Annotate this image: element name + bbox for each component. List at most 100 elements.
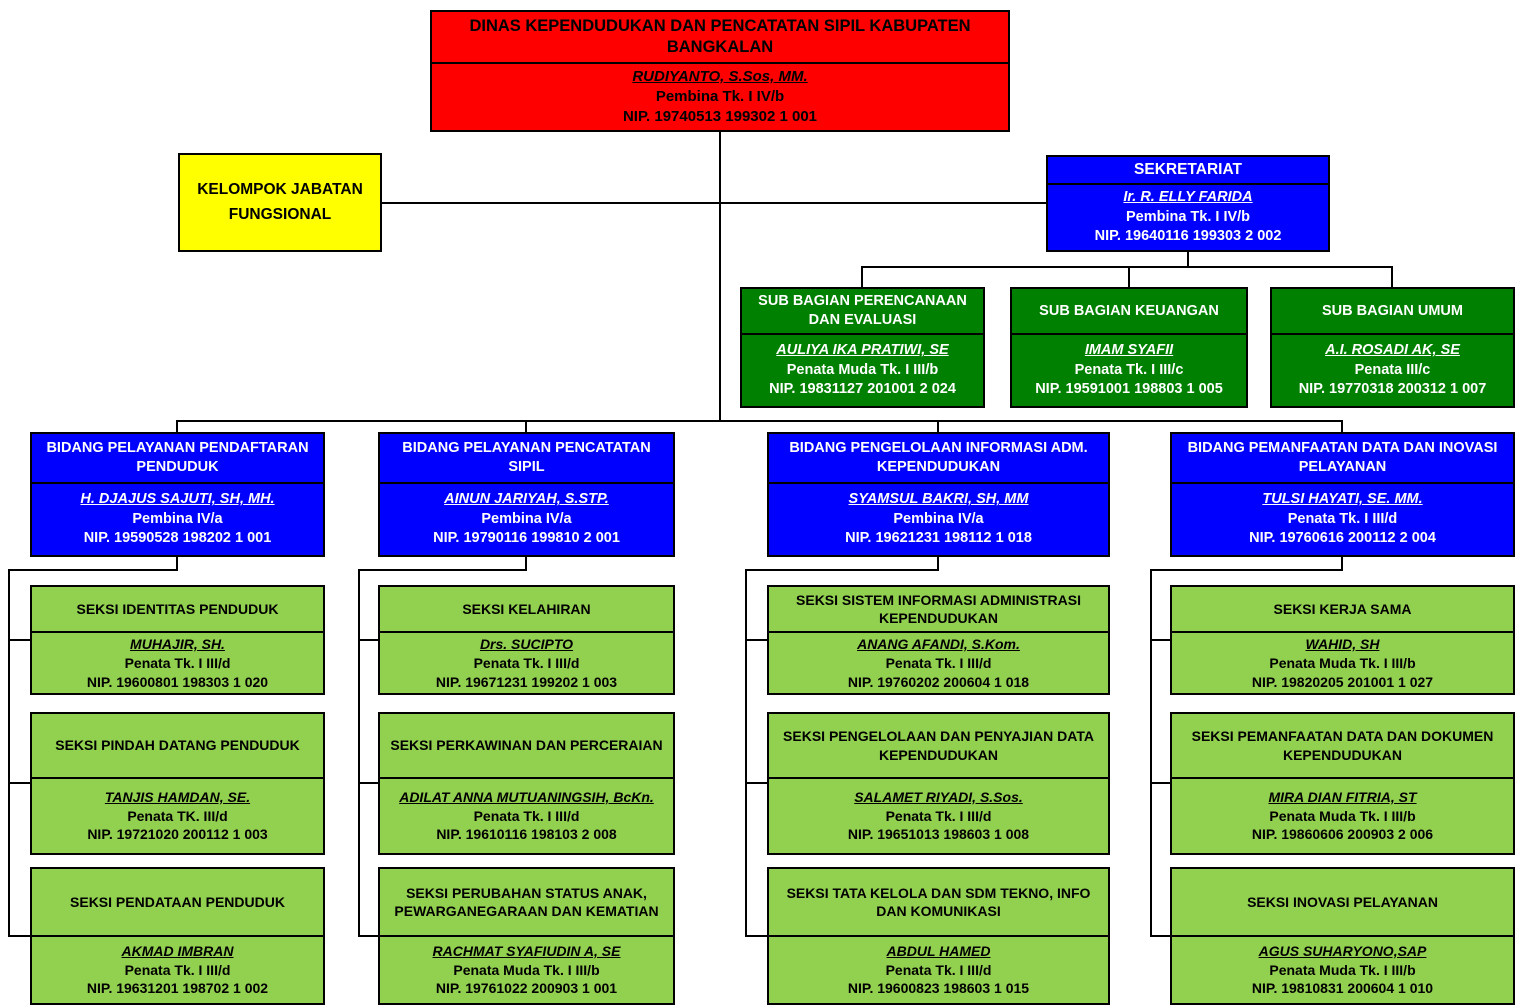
person-rank: Penata Tk. I III/d	[885, 807, 992, 824]
org-unit-title: SEKSI KERJA SAMA	[1172, 587, 1513, 633]
person-nip: NIP. 19770318 200312 1 007	[1298, 381, 1487, 398]
person-rank: Pembina IV/a	[132, 510, 223, 527]
connector-line	[745, 639, 767, 641]
person-rank: Penata Muda Tk. I III/b	[786, 361, 939, 378]
org-unit-title: BIDANG PELAYANAN PENDAFTARAN PENDUDUK	[32, 434, 323, 484]
group-label: KELOMPOK JABATAN FUNGSIONAL	[197, 181, 363, 223]
connector-line	[382, 202, 1046, 204]
person-nip: NIP. 19671231 199202 1 003	[435, 673, 618, 690]
box-kelompok-jabatan-fungsional: KELOMPOK JABATAN FUNGSIONAL	[178, 153, 382, 252]
connector-line	[1391, 266, 1393, 287]
person-info: SALAMET RIYADI, S.Sos. Penata Tk. I III/…	[769, 779, 1108, 853]
person-info: WAHID, SH Penata Muda Tk. I III/b NIP. 1…	[1172, 633, 1513, 693]
person-name: TULSI HAYATI, SE. MM.	[1262, 491, 1423, 508]
person-rank: Penata Tk. I III/d	[1287, 510, 1398, 527]
connector-line	[745, 569, 939, 571]
person-info: A.I. ROSADI AK, SE Penata III/c NIP. 197…	[1272, 335, 1513, 406]
box-bidang-pelayanan-pencatatan-sipil: BIDANG PELAYANAN PENCATATAN SIPIL AINUN …	[378, 432, 675, 557]
connector-line	[525, 557, 527, 571]
person-rank: Penata Muda Tk. I III/b	[1269, 961, 1416, 978]
connector-line	[8, 569, 10, 937]
person-info: TANJIS HAMDAN, SE. Penata TK. III/d NIP.…	[32, 779, 323, 853]
person-name: A.I. ROSADI AK, SE	[1325, 342, 1460, 359]
org-unit-title: SUB BAGIAN PERENCANAAN DAN EVALUASI	[742, 289, 983, 335]
person-info: AINUN JARIYAH, S.STP. Pembina IV/a NIP. …	[380, 484, 673, 555]
box-sub-bagian-perencanaan-dan-evaluasi: SUB BAGIAN PERENCANAAN DAN EVALUASI AULI…	[740, 287, 985, 408]
person-nip: NIP. 19640116 199303 2 002	[1094, 228, 1282, 245]
person-info: ANANG AFANDI, S.Kom. Penata Tk. I III/d …	[769, 633, 1108, 693]
org-unit-title: BIDANG PELAYANAN PENCATATAN SIPIL	[380, 434, 673, 484]
person-name: AGUS SUHARYONO,SAP	[1258, 942, 1427, 959]
connector-line	[176, 420, 178, 432]
person-nip: NIP. 19831127 201001 2 024	[769, 381, 956, 398]
box-sub-bagian-keuangan: SUB BAGIAN KEUANGAN IMAM SYAFII Penata T…	[1010, 287, 1248, 408]
person-info: RACHMAT SYAFIUDIN A, SE Penata Muda Tk. …	[380, 937, 673, 1003]
box-seksi-inovasi-pelayanan: SEKSI INOVASI PELAYANAN AGUS SUHARYONO,S…	[1170, 867, 1515, 1005]
box-seksi-sistem-informasi-administrasi-kependudukan: SEKSI SISTEM INFORMASI ADMINISTRASI KEPE…	[767, 585, 1110, 695]
org-unit-title: SEKSI PINDAH DATANG PENDUDUK	[32, 714, 323, 779]
person-name: Drs. SUCIPTO	[479, 636, 574, 652]
connector-line	[1150, 782, 1170, 784]
person-info: SYAMSUL BAKRI, SH, MM Pembina IV/a NIP. …	[769, 484, 1108, 555]
person-nip: NIP. 19860606 200903 2 006	[1251, 826, 1434, 843]
connector-line	[176, 557, 178, 571]
connector-line	[861, 266, 863, 287]
box-seksi-identitas-penduduk: SEKSI IDENTITAS PENDUDUK MUHAJIR, SH. Pe…	[30, 585, 325, 695]
box-sub-bagian-umum: SUB BAGIAN UMUM A.I. ROSADI AK, SE Penat…	[1270, 287, 1515, 408]
org-unit-title: SEKSI SISTEM INFORMASI ADMINISTRASI KEPE…	[769, 587, 1108, 633]
box-bidang-pengelolaan-informasi-adm-kependudukan: BIDANG PENGELOLAAN INFORMASI ADM. KEPEND…	[767, 432, 1110, 557]
connector-line	[8, 639, 30, 641]
connector-line	[1341, 420, 1343, 432]
person-name: RACHMAT SYAFIUDIN A, SE	[432, 942, 621, 959]
connector-line	[525, 420, 527, 432]
org-unit-title: SEKRETARIAT	[1048, 157, 1328, 185]
connector-line	[358, 935, 378, 937]
connector-line	[8, 782, 30, 784]
org-unit-title: SEKSI PENGELOLAAN DAN PENYAJIAN DATA KEP…	[769, 714, 1108, 779]
person-nip: NIP. 19760616 200112 2 004	[1249, 530, 1436, 547]
connector-line	[719, 132, 721, 422]
person-name: TANJIS HAMDAN, SE.	[104, 788, 251, 805]
person-name: ABDUL HAMED	[886, 942, 991, 959]
person-nip: NIP. 19621231 198112 1 018	[845, 530, 1032, 547]
person-nip: NIP. 19591001 198803 1 005	[1035, 381, 1223, 398]
person-nip: NIP. 19600801 198303 1 020	[86, 673, 269, 690]
person-rank: Penata Tk. I III/d	[124, 961, 231, 978]
person-info: Drs. SUCIPTO Penata Tk. I III/d NIP. 196…	[380, 633, 673, 693]
person-name: WAHID, SH	[1305, 636, 1380, 652]
box-seksi-pindah-datang-penduduk: SEKSI PINDAH DATANG PENDUDUK TANJIS HAMD…	[30, 712, 325, 855]
person-name: MIRA DIAN FITRIA, ST	[1268, 788, 1417, 805]
org-unit-title: SEKSI KELAHIRAN	[380, 587, 673, 633]
box-kepala-dinas: DINAS KEPENDUDUKAN DAN PENCATATAN SIPIL …	[430, 10, 1010, 132]
person-name: ANANG AFANDI, S.Kom.	[857, 636, 1020, 652]
person-nip: NIP. 19810831 200604 1 010	[1251, 980, 1434, 997]
org-unit-title: BIDANG PEMANFAATAN DATA DAN INOVASI PELA…	[1172, 434, 1513, 484]
person-nip: NIP. 19610116 198103 2 008	[436, 826, 617, 843]
person-rank: Penata Tk. I III/c	[1074, 361, 1184, 378]
connector-line	[176, 420, 1343, 422]
person-rank: Pembina Tk. I IV/b	[655, 87, 785, 105]
person-rank: Penata Tk. I III/d	[885, 654, 992, 671]
person-name: H. DJAJUS SAJUTI, SH, MH.	[80, 491, 275, 508]
connector-line	[358, 569, 360, 937]
connector-line	[358, 639, 378, 641]
person-name: RUDIYANTO, S.Sos, MM.	[632, 67, 808, 85]
person-info: MUHAJIR, SH. Penata Tk. I III/d NIP. 196…	[32, 633, 323, 693]
person-info: H. DJAJUS SAJUTI, SH, MH. Pembina IV/a N…	[32, 484, 323, 555]
org-unit-title: SEKSI PEMANFAATAN DATA DAN DOKUMEN KEPEN…	[1172, 714, 1513, 779]
person-nip: NIP. 19590528 198202 1 001	[83, 530, 272, 547]
person-info: Ir. R. ELLY FARIDA Pembina Tk. I IV/b NI…	[1048, 185, 1328, 250]
person-nip: NIP. 19760202 200604 1 018	[847, 673, 1030, 690]
connector-line	[1150, 935, 1170, 937]
connector-line	[745, 935, 767, 937]
box-bidang-pemanfaatan-data-dan-inovasi-pelayanan: BIDANG PEMANFAATAN DATA DAN INOVASI PELA…	[1170, 432, 1515, 557]
connector-line	[8, 935, 30, 937]
person-name: AKMAD IMBRAN	[121, 942, 234, 959]
person-nip: NIP. 19740513 199302 1 001	[622, 108, 818, 126]
connector-line	[861, 266, 1393, 268]
connector-line	[1150, 639, 1170, 641]
box-seksi-tata-kelola-dan-sdm-tekno-info-dan-komunikasi: SEKSI TATA KELOLA DAN SDM TEKNO, INFO DA…	[767, 867, 1110, 1005]
connector-line	[745, 569, 747, 937]
person-rank: Penata Muda Tk. I III/b	[1269, 807, 1416, 824]
org-unit-title: BIDANG PENGELOLAAN INFORMASI ADM. KEPEND…	[769, 434, 1108, 484]
